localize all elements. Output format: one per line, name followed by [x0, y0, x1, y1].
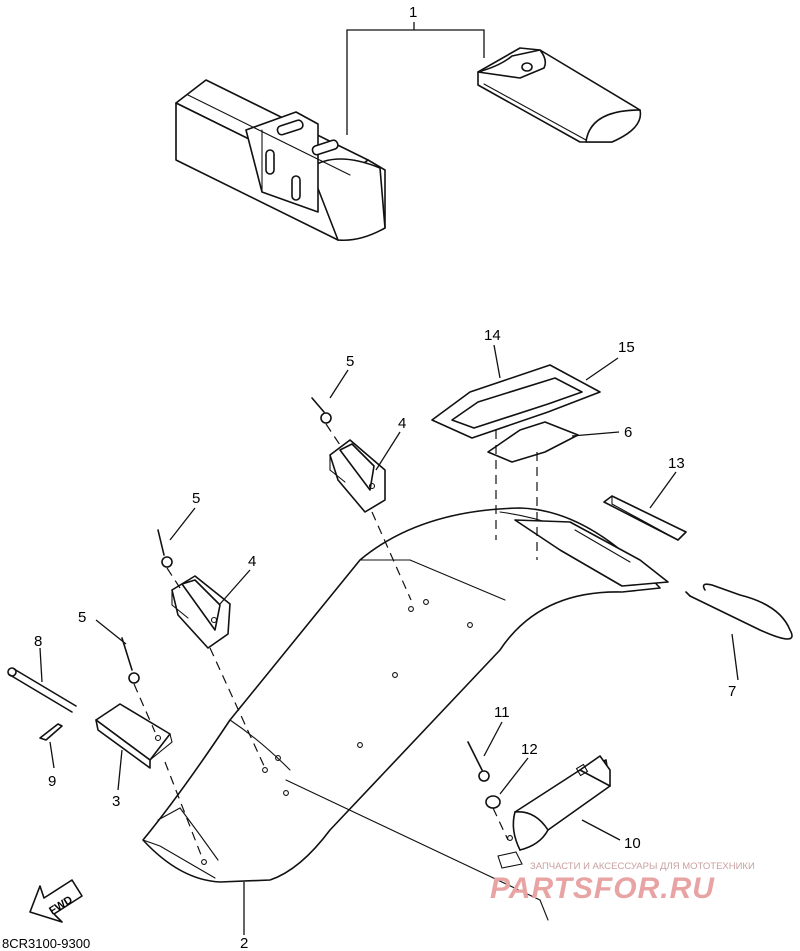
callout-15: 15 [618, 339, 635, 356]
callout-4-upper: 4 [398, 415, 406, 432]
tool-roll [477, 47, 642, 143]
wire-handle [685, 583, 793, 681]
clamp-bracket-upper [329, 431, 412, 601]
hinge-pin [7, 647, 77, 713]
callout-numbers: 1 2 3 4 4 5 5 5 6 7 8 9 10 11 12 13 14 1… [34, 4, 736, 951]
rivet-upper [311, 369, 349, 446]
callout-14: 14 [484, 327, 501, 344]
tool-bag [175, 79, 386, 242]
callout-9: 9 [48, 773, 56, 790]
rivet-middle [157, 507, 196, 589]
callout-13: 13 [668, 455, 685, 472]
callout-11: 11 [494, 704, 510, 721]
callout-8: 8 [34, 633, 42, 650]
tool-kit-group [175, 22, 642, 242]
callout-10: 10 [624, 835, 641, 852]
callout-5-lower: 5 [78, 609, 86, 626]
callout-3: 3 [112, 793, 120, 810]
callout-5-upper: 5 [346, 353, 354, 370]
clamp-bracket-lower [171, 569, 266, 769]
watermark: ЗАПЧАСТИ И АКСЕССУАРЫ ДЛЯ МОТОТЕХНИКИ PA… [490, 861, 755, 905]
watermark-tagline: ЗАПЧАСТИ И АКСЕССУАРЫ ДЛЯ МОТОТЕХНИКИ [530, 861, 755, 872]
callout-7: 7 [728, 683, 736, 700]
rubber-strip [603, 471, 687, 541]
top-pads [431, 344, 620, 560]
callout-2: 2 [240, 935, 248, 951]
callout-5-middle: 5 [192, 490, 200, 507]
watermark-brand: PARTSFOR.RU [490, 872, 715, 905]
callout-1: 1 [409, 4, 417, 21]
document-holder-group [467, 721, 621, 869]
rivet-lower [95, 619, 156, 733]
fwd-arrow: FWD [29, 879, 83, 923]
callout-4-lower: 4 [248, 553, 256, 570]
callout-6: 6 [624, 424, 632, 441]
rear-fender [142, 507, 669, 935]
cotter-pin [39, 723, 63, 769]
drawing-code: 8CR3100-9300 [2, 936, 90, 951]
hinge-bracket [95, 703, 204, 861]
callout-12: 12 [521, 741, 538, 758]
